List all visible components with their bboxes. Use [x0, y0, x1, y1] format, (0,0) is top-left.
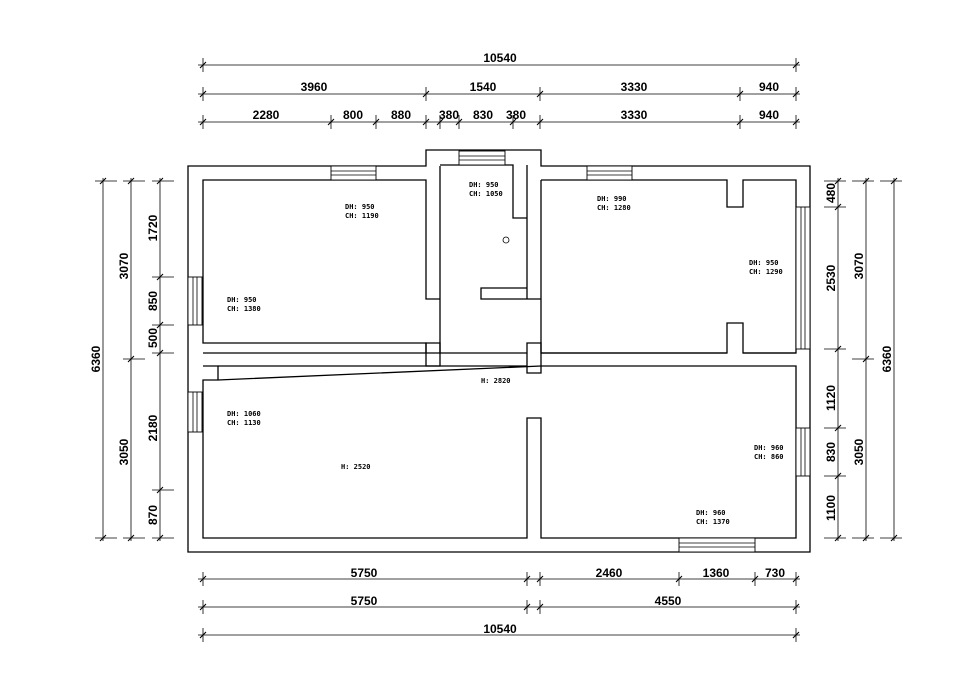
dim-bottom-total: 10540 — [483, 622, 517, 636]
dim-right-total: 6360 — [880, 345, 894, 372]
dim-right-inner: 2530 — [824, 264, 838, 291]
dim-right-inner: 830 — [824, 442, 838, 462]
dim-right-inner: 480 — [824, 183, 838, 203]
note-dh: DH: 960 — [754, 444, 784, 452]
window-left-upper — [187, 276, 203, 326]
note-ch: CH: 1290 — [749, 268, 783, 276]
dim-left-total: 6360 — [89, 345, 103, 372]
note-ch: CH: 1190 — [345, 212, 379, 220]
note-ch: CH: 860 — [754, 453, 784, 461]
dim-top-r2: 800 — [343, 108, 363, 122]
dim-right-mid: 3070 — [852, 252, 866, 279]
note-ch: CH: 1280 — [597, 204, 631, 212]
dim-top-r2: 3330 — [621, 108, 648, 122]
dim-bottom-r2: 5750 — [351, 594, 378, 608]
dim-top-r2: 880 — [391, 108, 411, 122]
dim-bottom-r1: 2460 — [596, 566, 623, 580]
dim-bottom-r1: 1360 — [703, 566, 730, 580]
dim-right-inner: 1100 — [824, 495, 838, 521]
dim-left-inner: 2180 — [146, 414, 160, 441]
note-dh: DH: 950 — [749, 259, 779, 267]
room-top-left-wall — [202, 179, 441, 354]
dim-top-r2: 380 — [506, 108, 526, 122]
room-living-wall — [202, 365, 797, 539]
dim-left-inner: 850 — [146, 291, 160, 311]
dim-top-r2: 2280 — [253, 108, 280, 122]
note-height: H: 2520 — [341, 463, 371, 471]
dim-top-r1: 3960 — [301, 80, 328, 94]
dim-bottom-r1: 5750 — [351, 566, 378, 580]
note-dh: DH: 950 — [345, 203, 375, 211]
corner-notch — [203, 365, 219, 380]
note-dh: DH: 950 — [469, 181, 499, 189]
dim-top-r1: 940 — [759, 80, 779, 94]
note-dh: DH: 960 — [696, 509, 726, 517]
dim-bottom-r2: 4550 — [655, 594, 682, 608]
dimension-labels: 10540 3960 1540 3330 940 2280 800 880 38… — [89, 51, 894, 636]
dim-top-r1: 1540 — [470, 80, 497, 94]
window-left-lower — [187, 391, 203, 433]
window-top-left — [330, 165, 377, 181]
dim-left-mid: 3050 — [117, 438, 131, 465]
dim-top-r2: 380 — [439, 108, 459, 122]
note-ch: CH: 1380 — [227, 305, 261, 313]
room-bath-wall — [439, 164, 541, 300]
dim-left-inner: 1720 — [146, 214, 160, 241]
dim-top-total: 10540 — [483, 51, 517, 65]
drain-icon — [502, 236, 510, 244]
pillar-mid — [526, 342, 542, 374]
note-dh: DH: 990 — [597, 195, 627, 203]
note-dh: DH: 1060 — [227, 410, 261, 418]
dim-left-inner: 870 — [146, 505, 160, 525]
note-dh: DH: 950 — [227, 296, 257, 304]
dim-top-r2: 830 — [473, 108, 493, 122]
note-height: H: 2820 — [481, 377, 511, 385]
walls — [187, 149, 811, 553]
outer-wall — [187, 149, 811, 553]
dim-right-mid: 3050 — [852, 438, 866, 465]
dim-right-inner: 1120 — [824, 385, 838, 411]
dim-bottom-r1: 730 — [765, 566, 785, 580]
window-top-right — [586, 165, 633, 181]
note-ch: CH: 1370 — [696, 518, 730, 526]
note-ch: CH: 1130 — [227, 419, 261, 427]
window-right-upper — [795, 206, 811, 350]
note-ch: CH: 1050 — [469, 190, 503, 198]
window-bath — [458, 150, 506, 166]
pillar-left — [425, 342, 441, 367]
window-bottom — [678, 537, 756, 553]
dim-left-inner: 500 — [146, 328, 160, 348]
window-right-lower — [795, 427, 811, 477]
dim-top-r1: 3330 — [621, 80, 648, 94]
dim-left-mid: 3070 — [117, 252, 131, 279]
dimension-lines — [95, 58, 902, 642]
dim-top-r2: 940 — [759, 108, 779, 122]
annotations: DH: 950 CH: 1190 DH: 950 CH: 1380 DH: 95… — [227, 181, 784, 526]
windows — [187, 150, 811, 553]
